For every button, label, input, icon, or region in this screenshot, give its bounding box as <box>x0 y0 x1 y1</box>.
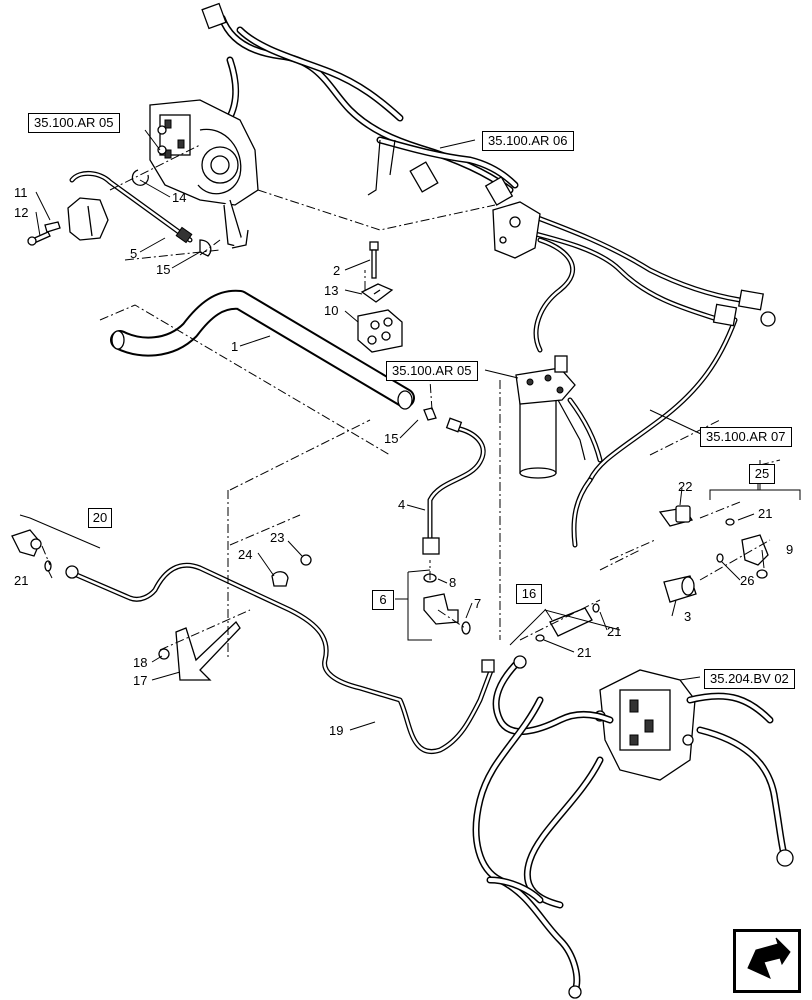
dashed-center-lines <box>41 144 781 660</box>
item-7: 7 <box>474 596 482 611</box>
lower-hose-harness <box>472 655 794 999</box>
group-6: 6 <box>372 590 394 610</box>
nut-18 <box>158 648 170 660</box>
leader-lines <box>19 129 801 731</box>
item-11: 11 <box>14 185 28 200</box>
bolt-23 <box>300 554 312 566</box>
block-10 <box>357 309 403 353</box>
item-21-group16-right: 21 <box>607 624 622 639</box>
item-15-top: 15 <box>156 262 171 277</box>
item-26: 26 <box>740 573 755 588</box>
item-19: 19 <box>329 723 344 738</box>
group-20: 20 <box>88 508 112 528</box>
item-24: 24 <box>238 547 253 562</box>
bolt-2 <box>369 241 379 279</box>
part-20-elbow <box>11 529 52 572</box>
item-22: 22 <box>678 479 693 494</box>
part-1-hose <box>110 289 415 410</box>
part-9-elbow <box>716 518 769 579</box>
part-19-tube <box>65 562 495 755</box>
part-16-fitting <box>535 603 600 642</box>
reference-35-204-bv02[interactable]: 35.204.BV 02 <box>704 669 795 689</box>
plate-13 <box>360 283 394 303</box>
part-mount-block <box>67 197 109 241</box>
group-25: 25 <box>749 464 775 484</box>
bolt-11-12 <box>27 221 61 246</box>
item-23: 23 <box>270 530 285 545</box>
reference-35-100-ar05-center[interactable]: 35.100.AR 05 <box>386 361 478 381</box>
next-page-arrow-icon <box>733 929 801 993</box>
item-12: 12 <box>14 205 29 220</box>
item-2: 2 <box>333 263 341 278</box>
item-13: 13 <box>324 283 339 298</box>
part-3-fitting <box>663 575 697 603</box>
item-8: 8 <box>449 575 457 590</box>
item-21-group16-left: 21 <box>577 645 592 660</box>
item-17: 17 <box>133 673 148 688</box>
item-14: 14 <box>172 190 187 205</box>
item-21-group20: 21 <box>14 573 29 588</box>
group-16: 16 <box>516 584 542 604</box>
reference-35-100-ar07[interactable]: 35.100.AR 07 <box>700 427 792 447</box>
bracket-17 <box>175 620 241 681</box>
item-21-group25: 21 <box>758 506 773 521</box>
item-15-center: 15 <box>384 431 399 446</box>
lower-valve-assembly <box>594 669 696 781</box>
pump-assembly <box>149 99 259 249</box>
item-18: 18 <box>133 655 148 670</box>
item-5: 5 <box>130 246 138 261</box>
item-9: 9 <box>786 542 794 557</box>
reference-35-100-ar06[interactable]: 35.100.AR 06 <box>482 131 574 151</box>
part-22-fitting <box>658 505 694 527</box>
item-4: 4 <box>398 497 406 512</box>
part-7-fitting <box>423 593 471 635</box>
item-1: 1 <box>231 339 239 354</box>
reference-35-100-ar05-top[interactable]: 35.100.AR 05 <box>28 113 120 133</box>
part-4-tube <box>422 407 486 555</box>
item-3: 3 <box>684 609 692 624</box>
item-10: 10 <box>324 303 339 318</box>
next-page-button[interactable] <box>734 930 800 992</box>
filter-assembly <box>515 355 586 479</box>
clamp-24 <box>271 571 289 587</box>
part-5-tube <box>69 169 212 257</box>
upper-hose-harness <box>201 2 776 548</box>
